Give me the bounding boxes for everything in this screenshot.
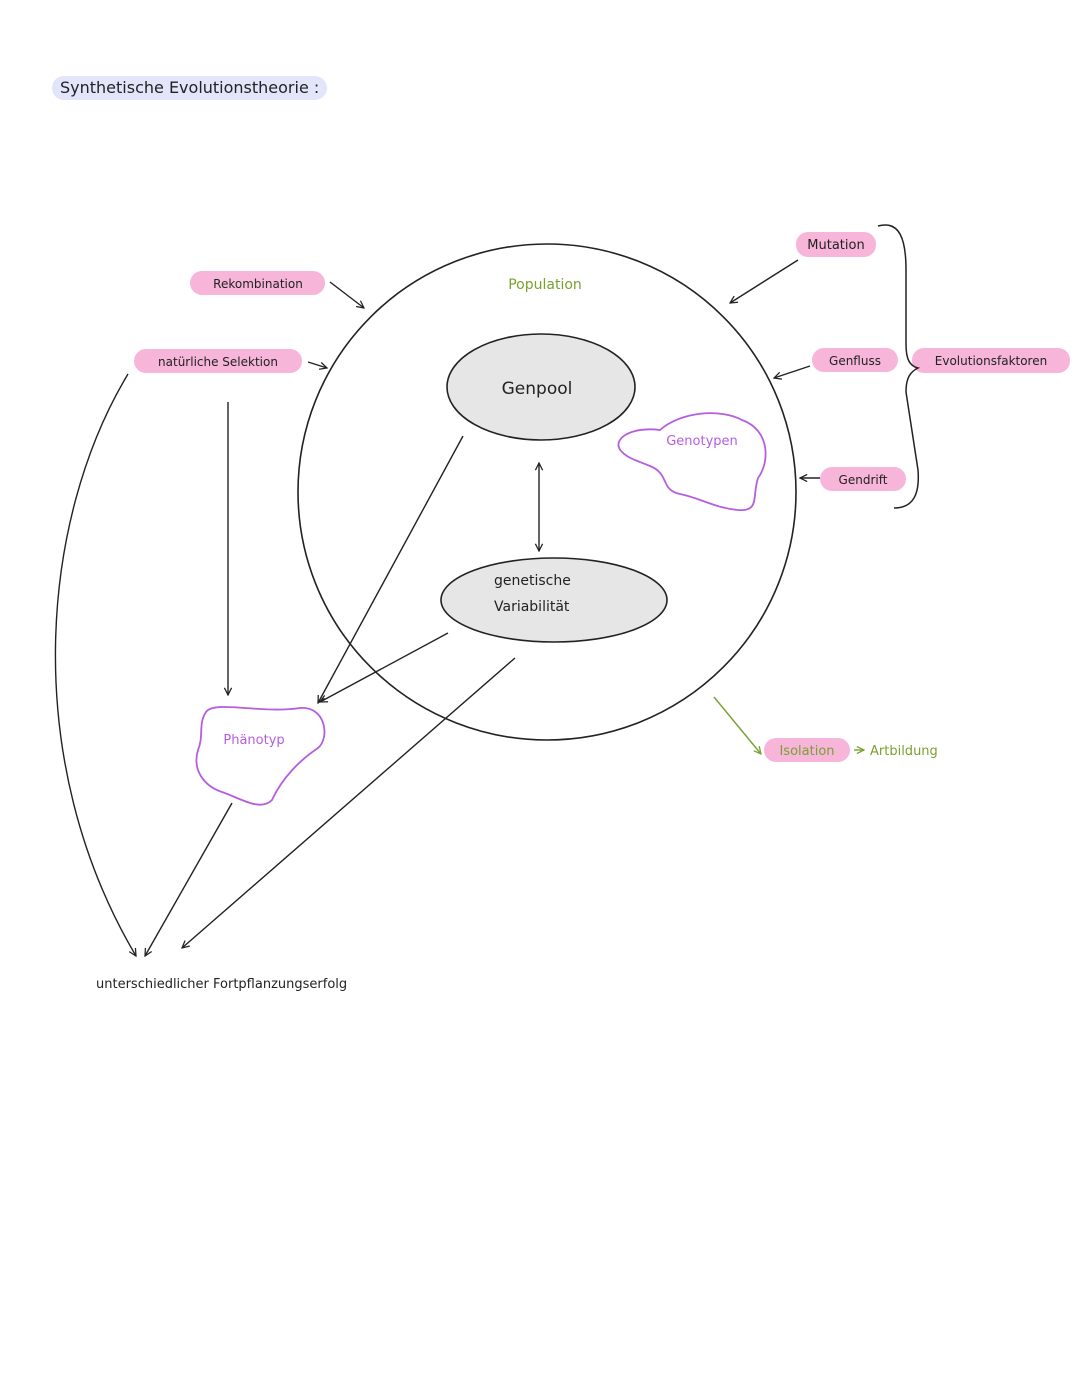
genetic-drift-label: Gendrift: [839, 473, 888, 487]
evolution-factors-brace: [877, 224, 921, 509]
mutation-arrow: [730, 259, 799, 303]
variability-label-line2: Variabilität: [494, 599, 570, 615]
gene-flow-arrow: [774, 365, 811, 378]
genpool-phenotype-arrow: [318, 435, 464, 703]
population-label: Population: [508, 277, 582, 293]
recombination-node: Rekombination: [190, 271, 325, 295]
gene-flow-label: Genfluss: [829, 354, 881, 368]
phenotype-success-arrow: [145, 802, 233, 956]
page-title: Synthetische Evolutionstheorie :: [52, 76, 328, 100]
natural-selection-node: natürliche Selektion: [134, 349, 302, 373]
genotypes-blob: [617, 412, 767, 511]
mutation-node: Mutation: [796, 232, 876, 257]
genpool-ellipse: [446, 333, 636, 441]
variability-phenotype-arrow: [320, 632, 449, 702]
phenotype-blob: [195, 706, 326, 806]
genpool-label: Genpool: [502, 379, 573, 399]
variability-ellipse: [440, 557, 668, 643]
recombination-arrow: [329, 281, 364, 308]
evolution-factors-label: Evolutionsfaktoren: [935, 354, 1047, 368]
natural-selection-label: natürliche Selektion: [158, 355, 278, 369]
natural-selection-arrow: [307, 361, 327, 368]
isolation-node: Isolation: [764, 738, 850, 762]
speciation-label: Artbildung: [870, 744, 938, 759]
phenotype-label: Phänotyp: [223, 733, 284, 748]
isolation-label: Isolation: [779, 744, 834, 759]
variability-success-arrow: [182, 657, 516, 948]
mutation-label: Mutation: [807, 238, 864, 253]
gene-flow-node: Genfluss: [812, 348, 898, 372]
genetic-drift-node: Gendrift: [820, 467, 906, 491]
population-isolation-arrow: [713, 696, 761, 754]
recombination-label: Rekombination: [213, 277, 303, 291]
selection-success-arrow: [54, 373, 136, 956]
reproductive-success-label: unterschiedlicher Fortpflanzungserfolg: [96, 977, 347, 992]
population-circle: [297, 243, 797, 741]
genotypes-label: Genotypen: [666, 434, 738, 449]
variability-label-line1: genetische: [494, 573, 571, 589]
evolution-factors-node: Evolutionsfaktoren: [912, 348, 1070, 373]
